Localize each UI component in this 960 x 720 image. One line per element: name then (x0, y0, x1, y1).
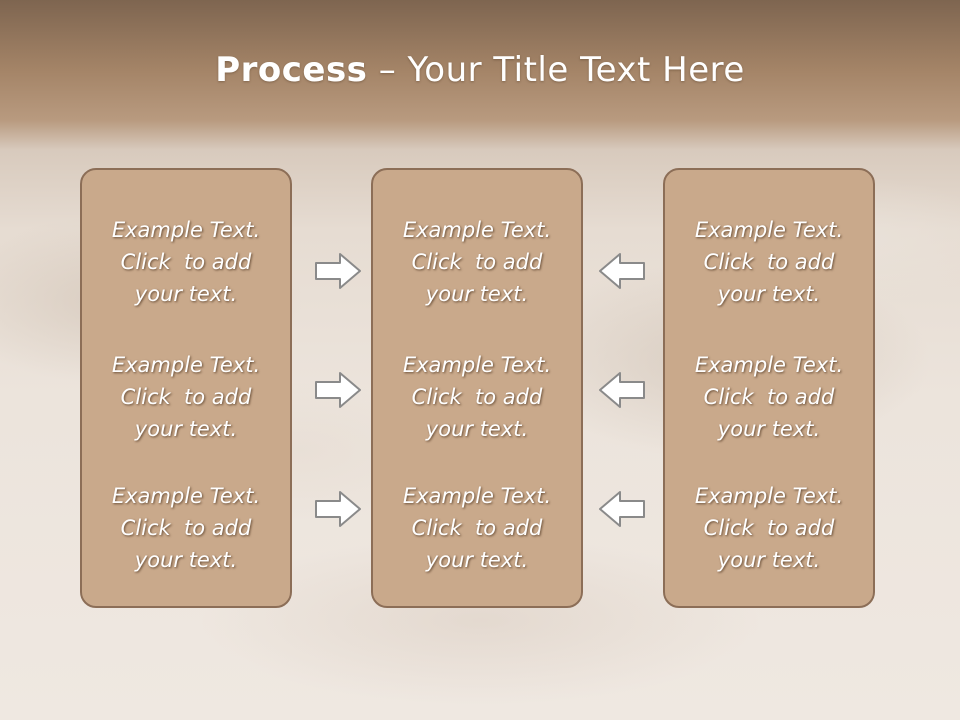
arrow-left-icon (599, 253, 645, 289)
text-line: your text. (425, 282, 529, 306)
text-line: Example Text. (402, 484, 552, 508)
text-line: your text. (717, 548, 821, 572)
arrow-right-icon (315, 491, 361, 527)
text-line: Click to add (703, 385, 835, 409)
text-line: Click to add (411, 516, 543, 540)
title-rest: – Your Title Text Here (367, 50, 745, 90)
arrow-right-icon (315, 253, 361, 289)
arrow-left-icon (599, 491, 645, 527)
text-line: your text. (425, 548, 529, 572)
slide-title[interactable]: Process – Your Title Text Here (0, 50, 960, 90)
text-line: Example Text. (111, 218, 261, 242)
text-line: Click to add (120, 250, 252, 274)
text-line: Click to add (411, 385, 543, 409)
text-block[interactable]: Example Text. Click to add your text. (82, 349, 290, 445)
text-block[interactable]: Example Text. Click to add your text. (373, 480, 581, 576)
process-panel-center[interactable]: Example Text. Click to add your text. Ex… (371, 168, 583, 608)
process-panel-right[interactable]: Example Text. Click to add your text. Ex… (663, 168, 875, 608)
text-block[interactable]: Example Text. Click to add your text. (665, 214, 873, 310)
text-line: your text. (717, 282, 821, 306)
title-bold: Process (215, 50, 368, 90)
arrow-left-icon (599, 372, 645, 408)
text-block[interactable]: Example Text. Click to add your text. (373, 214, 581, 310)
text-line: Click to add (703, 250, 835, 274)
text-block[interactable]: Example Text. Click to add your text. (373, 349, 581, 445)
text-block[interactable]: Example Text. Click to add your text. (82, 480, 290, 576)
text-line: Click to add (120, 516, 252, 540)
text-line: your text. (134, 282, 238, 306)
text-line: Example Text. (694, 218, 844, 242)
text-line: Click to add (703, 516, 835, 540)
text-line: Example Text. (402, 218, 552, 242)
text-line: your text. (717, 417, 821, 441)
arrow-right-icon (315, 372, 361, 408)
text-line: Click to add (411, 250, 543, 274)
text-line: your text. (134, 548, 238, 572)
text-block[interactable]: Example Text. Click to add your text. (665, 349, 873, 445)
text-line: Example Text. (111, 484, 261, 508)
text-line: Click to add (120, 385, 252, 409)
text-block[interactable]: Example Text. Click to add your text. (665, 480, 873, 576)
text-line: Example Text. (111, 353, 261, 377)
process-panel-left[interactable]: Example Text. Click to add your text. Ex… (80, 168, 292, 608)
text-line: Example Text. (694, 353, 844, 377)
text-block[interactable]: Example Text. Click to add your text. (82, 214, 290, 310)
text-line: your text. (134, 417, 238, 441)
text-line: your text. (425, 417, 529, 441)
text-line: Example Text. (694, 484, 844, 508)
text-line: Example Text. (402, 353, 552, 377)
